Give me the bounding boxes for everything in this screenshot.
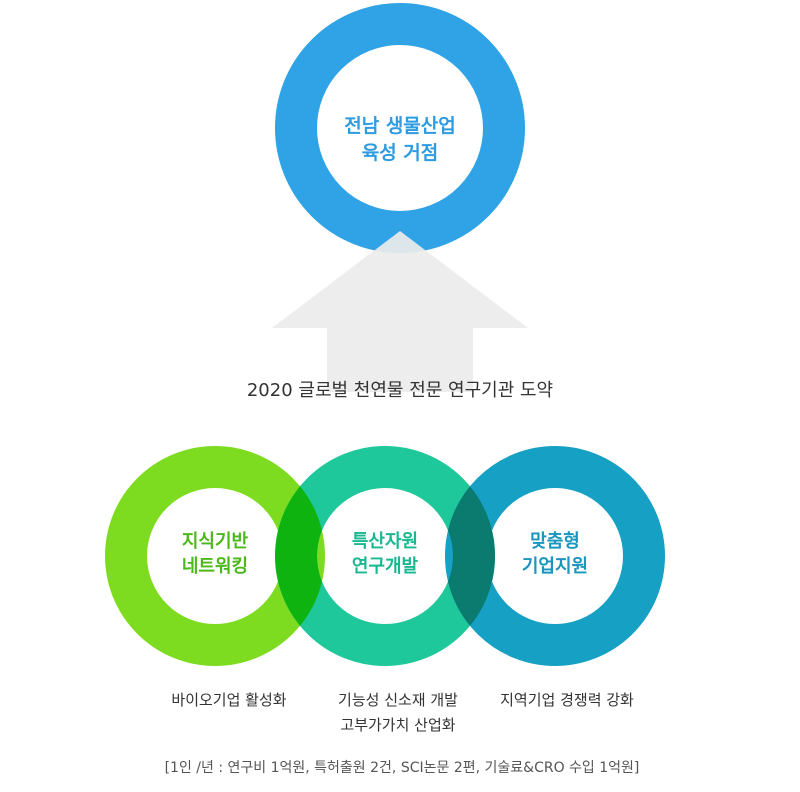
resources-caption-line1: 기능성 신소재 개발 [338,691,458,709]
support-label-line2: 기업지원 [522,556,588,577]
footnote: [1인 /년 : 연구비 1억원, 특허출원 2건, SCI논문 2편, 기술료… [165,760,640,776]
overlap-left [275,446,325,666]
knowledge-label-line1: 지식기반 [182,531,249,552]
resources-caption-line2: 고부가가치 산업화 [340,716,455,734]
resources-label-line1: 특산자원 [352,531,418,552]
goal-title-line2: 육성 거점 [362,142,439,164]
up-arrow [272,231,528,392]
knowledge-label-line2: 네트워킹 [182,555,248,577]
overlap-right [445,446,495,666]
support-caption: 지역기업 경쟁력 강화 [500,691,634,709]
knowledge-caption: 바이오기업 활성화 [171,691,286,709]
support-label-line1: 맞춤형 [530,531,580,552]
resources-label-line2: 연구개발 [352,556,419,577]
vision-label: 2020 글로벌 천연물 전문 연구기관 도약 [247,380,553,401]
goal-title-line1: 전남 생물산업 [344,115,456,137]
